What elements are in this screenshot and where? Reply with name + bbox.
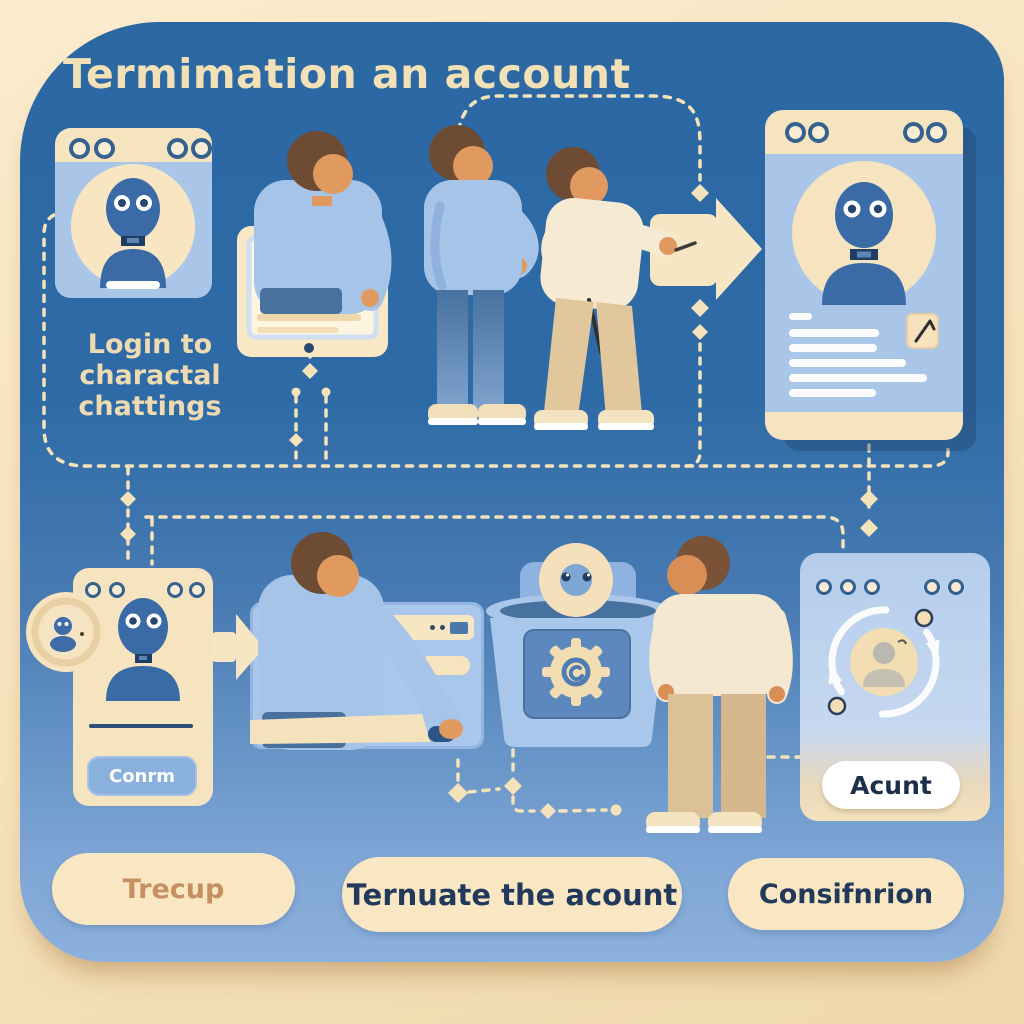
page-title: Termimation an account [63, 50, 631, 98]
text-line [789, 329, 879, 337]
toolbar-dot-icon [430, 625, 435, 630]
step-pill-terminate[interactable]: Ternuate the acount [342, 857, 682, 932]
profile-card-body [55, 162, 212, 298]
text-line [789, 313, 812, 320]
window-dot-icon [167, 138, 188, 159]
window-dot-icon [924, 579, 940, 595]
window-dot-icon [808, 122, 829, 143]
window-dot-icon [840, 579, 856, 595]
window-dot-icon [191, 138, 212, 159]
profile-card-login [55, 128, 212, 298]
step-pill-label: Ternuate the acount [346, 877, 678, 912]
step-pill-label: Consifnrion [758, 878, 934, 910]
account-button-label: Acunt [850, 770, 932, 800]
window-dot-icon [189, 582, 205, 598]
window-dot-icon [903, 122, 924, 143]
confirm-button-label: Conrm [108, 765, 176, 787]
browser-toolbar [262, 615, 474, 640]
toolbar-dot-icon [440, 625, 445, 630]
window-dot-icon [85, 582, 101, 598]
step-pill-confirmation[interactable]: Consifnrion [728, 858, 964, 930]
browser-window [250, 602, 484, 749]
divider-line [89, 724, 193, 728]
slash-button[interactable] [906, 313, 939, 349]
text-line [789, 389, 876, 397]
step-pill-label: Trecup [122, 873, 225, 905]
window-dot-icon [864, 579, 880, 595]
window-dot-icon [816, 579, 832, 595]
profile-detail-card [765, 110, 963, 440]
window-dot-icon [94, 138, 115, 159]
window-dot-icon [926, 122, 947, 143]
step-pill-treacup[interactable]: Trecup [52, 853, 295, 925]
account-button[interactable]: Acunt [822, 761, 960, 809]
text-line [789, 359, 906, 367]
window-dot-icon [109, 582, 125, 598]
text-line [789, 374, 927, 382]
window-dot-icon [785, 122, 806, 143]
window-dot-icon [69, 138, 90, 159]
toolbar-tab-icon [450, 621, 468, 634]
window-dot-icon [948, 579, 964, 595]
window-dot-icon [167, 582, 183, 598]
text-line [789, 344, 877, 352]
confirm-button[interactable]: Conrm [87, 756, 197, 796]
window-pill [420, 656, 470, 675]
step1-caption: Login to charactal chattings [78, 329, 222, 422]
